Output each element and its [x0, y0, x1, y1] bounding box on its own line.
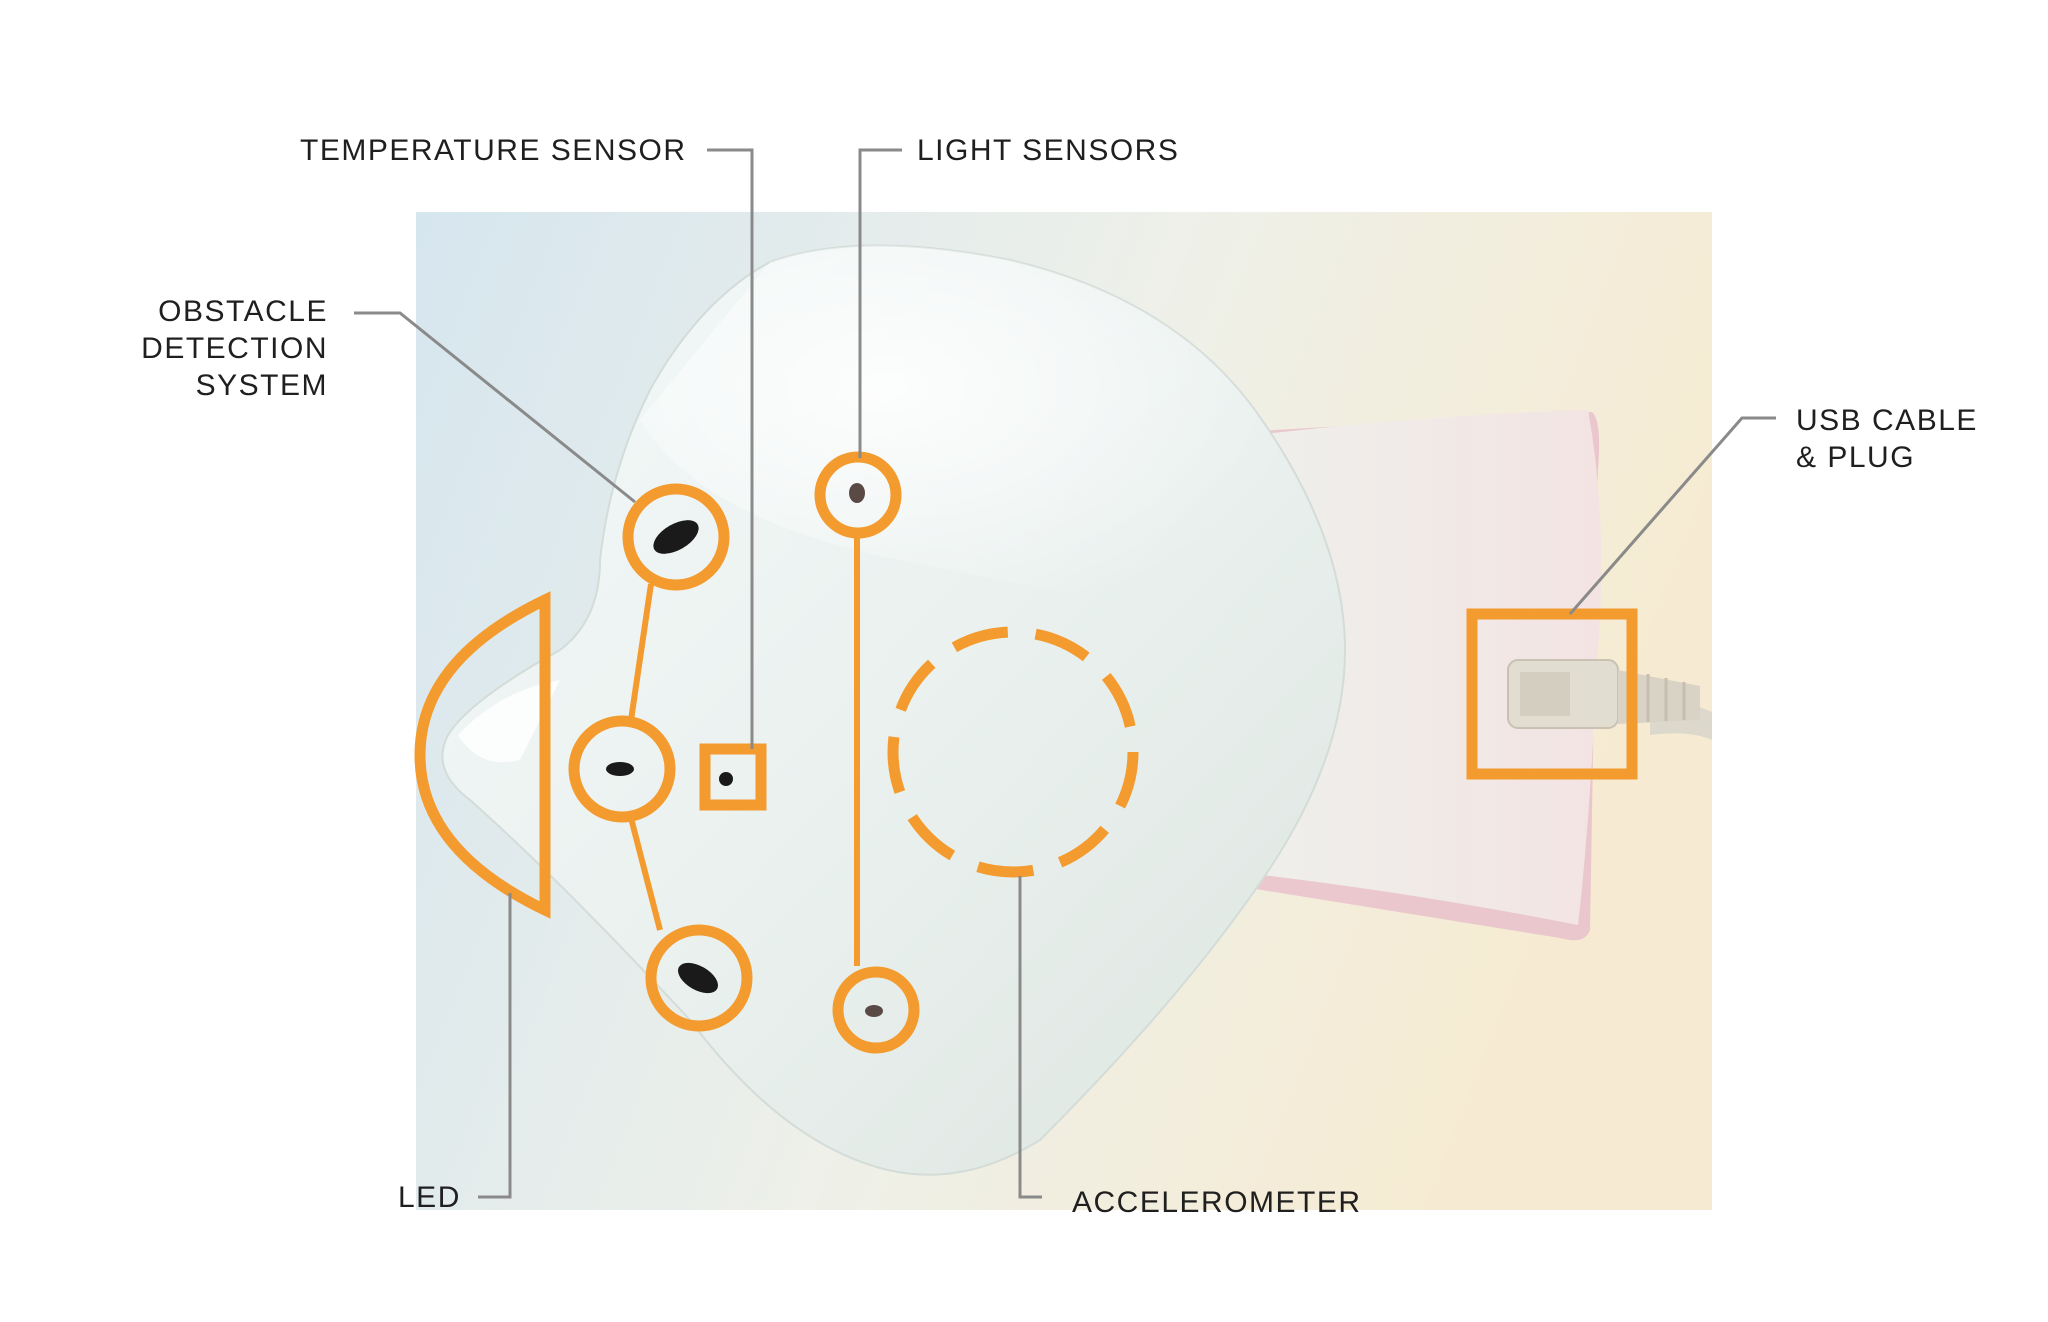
temperature-sensor-leader [707, 148, 754, 749]
obstacle-sensor-hole-middle [606, 762, 634, 776]
light-sensor-hole-top [849, 483, 865, 503]
temperature-sensor-hole [719, 772, 733, 786]
usb-leader [1568, 416, 1776, 615]
obstacle-detection-line-1: OBSTACLE [158, 295, 328, 328]
temperature-sensor-label: TEMPERATURE SENSOR [300, 134, 687, 167]
usb-cable-plug-label: USB CABLE & PLUG [1796, 402, 1978, 476]
light-sensors-label: LIGHT SENSORS [917, 134, 1180, 167]
highlights [414, 451, 1638, 1054]
obstacle-sensor-bottom-highlight [645, 924, 753, 1032]
obstacle-sensor-hole-top [653, 520, 699, 554]
led-label: LED [398, 1181, 461, 1214]
obstacle-sensor-hole-bottom [678, 962, 718, 994]
obstacle-detection-line-3: SYSTEM [195, 369, 328, 402]
obstacle-sensor-top-highlight [622, 483, 730, 591]
light-sensor-bottom-highlight [832, 966, 920, 1054]
obstacle-detection-leader [354, 311, 636, 504]
light-sensor-top-highlight [814, 451, 902, 539]
usb-label-line-2: & PLUG [1796, 441, 1916, 474]
led-leader [478, 893, 512, 1199]
temperature-sensor-highlight [699, 743, 767, 811]
obstacle-detection-line-2: DETECTION [141, 332, 328, 365]
light-sensor-hole-bottom [865, 1005, 883, 1017]
light-sensors-leader [858, 148, 902, 458]
usb-label-line-1: USB CABLE [1796, 404, 1978, 437]
led-highlight [414, 591, 551, 919]
usb-highlight [1466, 608, 1638, 780]
sensor-holes [606, 483, 883, 1017]
accelerometer-leader [1018, 876, 1042, 1199]
robot-body [441, 244, 1712, 1176]
accelerometer-highlight [887, 626, 1139, 878]
accelerometer-label: ACCELEROMETER [1072, 1186, 1362, 1219]
leader-lines [354, 148, 1776, 1199]
obstacle-sensor-middle-highlight [568, 715, 676, 823]
obstacle-detection-label: OBSTACLE DETECTION SYSTEM [136, 293, 328, 404]
